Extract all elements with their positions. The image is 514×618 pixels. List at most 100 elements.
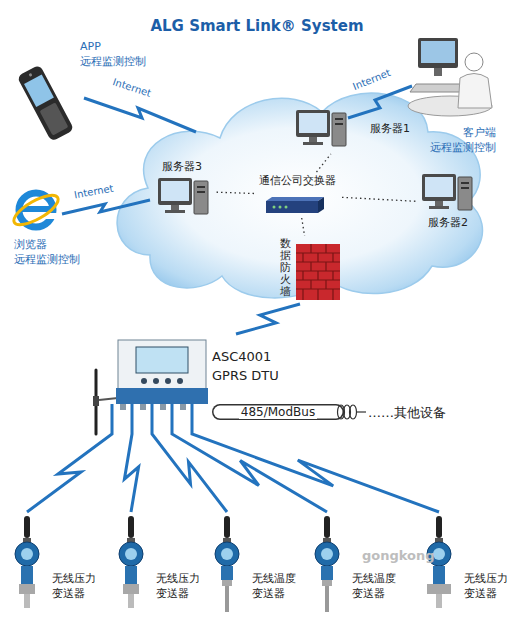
switch-icon <box>266 197 324 201</box>
dotted-link <box>317 154 331 172</box>
client-icon <box>421 41 455 63</box>
node-label: 无线压力 变送器 <box>52 572 96 602</box>
node-label: ……其他设备 <box>368 404 446 422</box>
server-icon <box>425 177 453 197</box>
temperature-transmitter <box>325 586 329 612</box>
client-icon <box>410 84 466 92</box>
client-icon <box>465 53 483 71</box>
switch-icon <box>273 206 276 209</box>
node-label: APP 远程监测控制 <box>80 40 146 70</box>
dotted-link <box>302 218 305 236</box>
device-node: 浏览器 远程监测控制 <box>8 186 104 272</box>
pressure-transmitter <box>128 594 134 608</box>
connector <box>124 404 138 512</box>
node-label: 无线温度 变送器 <box>352 572 396 602</box>
free-label: Internet <box>351 67 392 93</box>
node-label: ASC4001 <box>212 348 271 366</box>
pressure-transmitter <box>128 516 134 538</box>
cable-line <box>356 411 366 412</box>
dtu-device <box>141 378 147 384</box>
edge-label: 485/ModBus <box>239 406 317 419</box>
connector <box>192 404 439 512</box>
dtu-device <box>165 378 171 384</box>
pressure-transmitter <box>433 548 445 560</box>
browser-icon <box>10 190 62 231</box>
node-label: GPRS DTU <box>212 367 279 385</box>
free-label: gongkong <box>362 548 435 564</box>
node-label: 数据防火墙 <box>280 238 291 298</box>
cable-coil <box>350 405 357 419</box>
temperature-transmitter <box>321 548 333 560</box>
connector <box>27 404 112 512</box>
pressure-transmitter <box>125 566 137 584</box>
firewall-icon <box>296 244 340 300</box>
server-icon <box>309 137 317 142</box>
pressure-transmitter <box>436 594 442 608</box>
temperature-transmitter <box>321 566 333 580</box>
phone-icon <box>17 64 75 142</box>
dtu-device <box>160 404 166 410</box>
pressure-transmitter <box>119 542 143 566</box>
node-label: 浏览器 远程监测控制 <box>14 238 80 268</box>
cable-band <box>220 406 336 419</box>
dtu-device <box>153 378 159 384</box>
dotted-link <box>214 192 254 193</box>
temperature-transmitter <box>221 548 233 560</box>
phone-icon <box>39 102 68 135</box>
server-icon <box>429 206 449 209</box>
device-node: 无线压力 变送器 <box>110 512 202 612</box>
dtu-device <box>120 404 126 410</box>
dtu-device <box>93 396 99 406</box>
diagram-title: ALG Smart Link® System <box>150 17 363 35</box>
switch-icon <box>285 206 288 209</box>
server-icon <box>171 205 179 210</box>
connector <box>342 197 416 201</box>
wireless-link <box>172 404 327 512</box>
server-icon <box>461 182 469 184</box>
firewall-icon <box>296 244 340 300</box>
server-icon <box>296 110 346 146</box>
pressure-transmitter <box>15 542 39 566</box>
pressure-transmitter <box>125 548 137 560</box>
dtu-device <box>180 404 186 410</box>
node-label: 服务器1 <box>370 122 410 137</box>
temperature-transmitter <box>324 516 330 538</box>
device-node: ……其他设备 <box>366 403 460 424</box>
dotted-link <box>342 197 416 201</box>
server-icon <box>422 174 472 210</box>
connector <box>220 404 366 419</box>
server-icon <box>461 187 469 189</box>
dtu-device <box>177 378 183 384</box>
wireless-link <box>152 404 227 512</box>
server-icon <box>296 110 330 137</box>
phone-icon <box>28 73 32 77</box>
temperature-transmitter <box>315 542 339 566</box>
pressure-transmitter <box>21 566 33 584</box>
server-icon <box>435 201 443 206</box>
server-icon <box>194 181 208 214</box>
client-icon <box>434 68 442 76</box>
node-label: 无线温度 变送器 <box>252 572 296 602</box>
pressure-transmitter <box>433 566 445 584</box>
browser-icon <box>19 193 53 227</box>
temperature-transmitter <box>215 542 239 566</box>
node-label: 客户端 远程监测控制 <box>430 126 496 156</box>
wireless-link <box>27 404 112 512</box>
internet-link <box>84 98 196 132</box>
dtu-device <box>140 404 146 410</box>
server-icon <box>158 178 192 205</box>
pressure-transmitter <box>119 516 143 608</box>
dtu-device <box>116 388 208 404</box>
connector <box>236 304 300 334</box>
node-label: 无线压力 变送器 <box>156 572 200 602</box>
pressure-transmitter <box>436 516 442 538</box>
connector <box>214 192 254 193</box>
pressure-transmitter <box>123 584 139 594</box>
client-icon <box>458 74 492 109</box>
firewall-icon <box>296 244 340 300</box>
temperature-transmitter <box>315 516 339 612</box>
pressure-transmitter <box>24 594 30 608</box>
dtu-device <box>136 347 188 373</box>
